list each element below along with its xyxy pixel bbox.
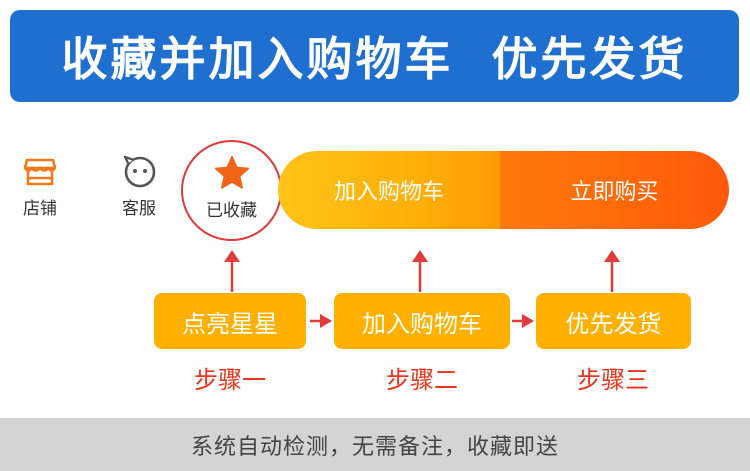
step-three-label: 步骤三 [577, 366, 649, 394]
customer-service-label: 客服 [122, 199, 156, 219]
customer-service-button[interactable]: 客服 [109, 150, 169, 230]
step-one-label: 步骤一 [194, 366, 266, 394]
collect-button[interactable]: 已收藏 [181, 140, 282, 241]
buy-now-label: 立即购买 [570, 180, 659, 205]
up-arrow-icon [412, 250, 428, 292]
add-to-cart-label: 加入购物车 [333, 180, 444, 205]
footer-note: 系统自动检测，无需备注，收藏即送 [0, 418, 750, 471]
step-two-action: 加入购物车 [362, 309, 482, 338]
banner-title: 收藏并加入购物车 优先发货 [61, 32, 688, 86]
shop-icon [23, 158, 57, 186]
shop-label: 店铺 [23, 199, 57, 219]
up-arrow-icon [604, 250, 620, 292]
step-three-action: 优先发货 [565, 309, 662, 338]
step-three-box: 优先发货 [536, 293, 691, 349]
star-icon [214, 156, 249, 189]
shop-button[interactable]: 店铺 [10, 150, 70, 230]
customer-service-icon [123, 155, 156, 188]
step-two-box: 加入购物车 [334, 293, 510, 349]
footer-text: 系统自动检测，无需备注，收藏即送 [190, 434, 559, 460]
step-two-label: 步骤二 [386, 366, 458, 394]
buy-now-button[interactable]: 立即购买 [500, 151, 729, 229]
step-one-box: 点亮星星 [154, 293, 306, 349]
collect-label: 已收藏 [206, 201, 257, 221]
step-one-action: 点亮星星 [182, 309, 278, 338]
right-arrow-icon [310, 314, 332, 328]
up-arrow-icon [224, 250, 240, 292]
right-arrow-icon [512, 314, 534, 328]
add-to-cart-button[interactable]: 加入购物车 [278, 151, 500, 229]
purchase-action-bar: 加入购物车 立即购买 [278, 151, 729, 229]
promo-banner: 收藏并加入购物车 优先发货 [10, 10, 739, 102]
